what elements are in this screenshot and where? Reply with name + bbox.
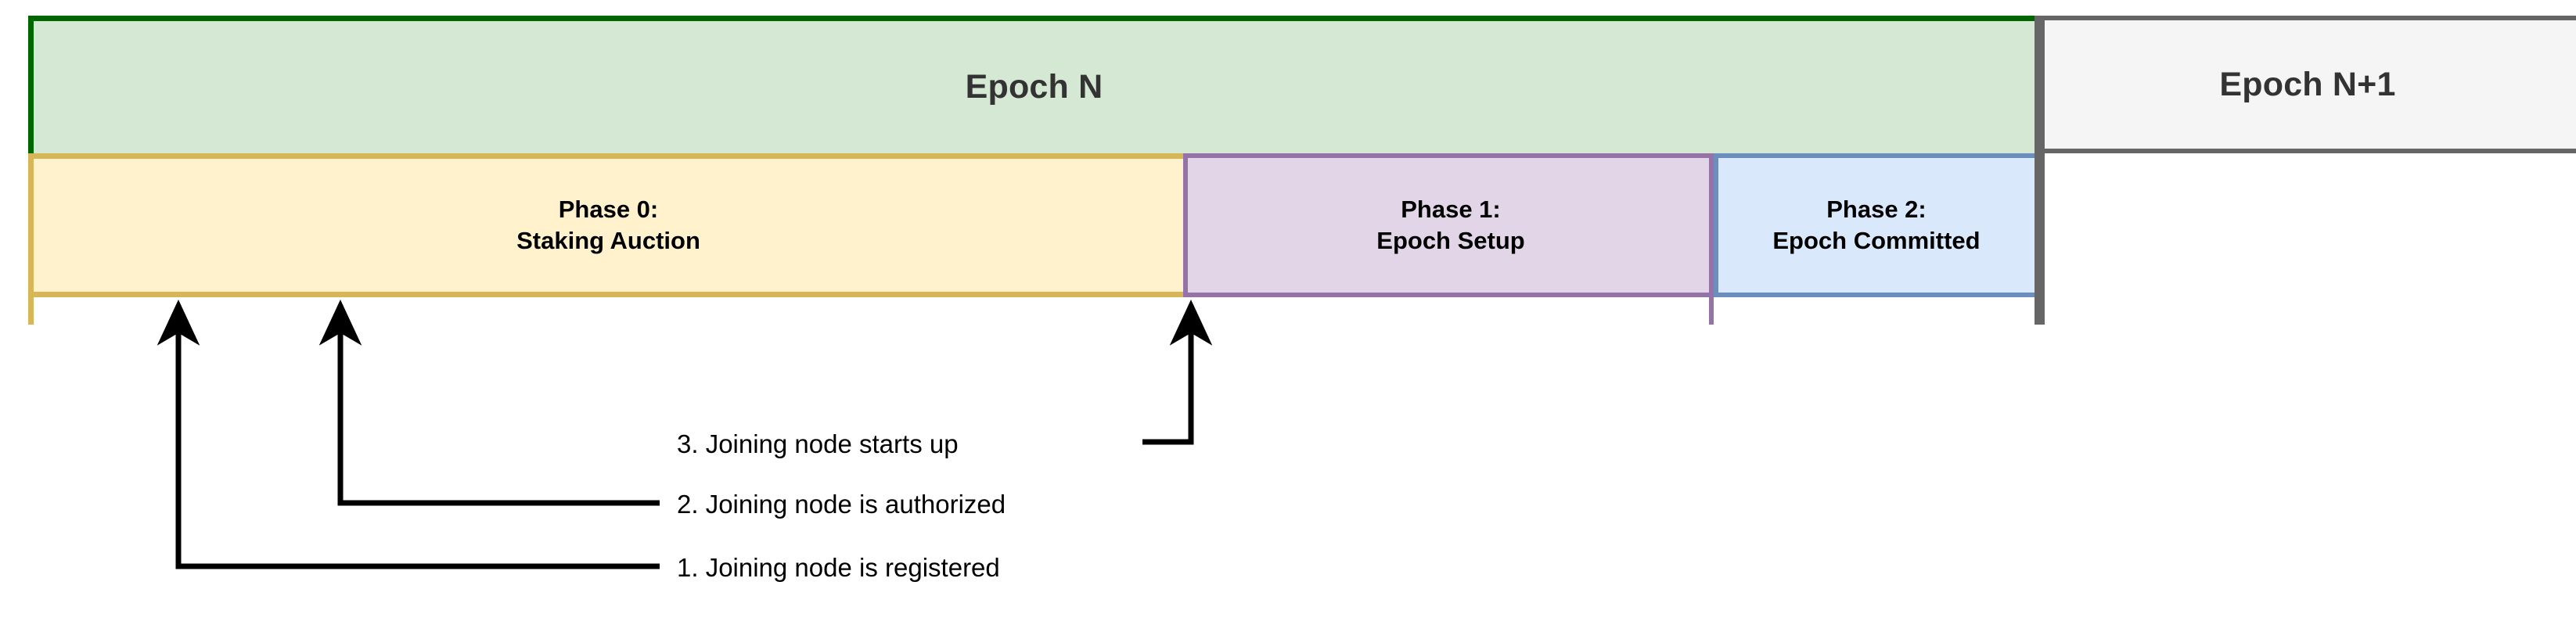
callout-1-label: 1. Joining node is registered: [677, 553, 1000, 582]
phase-2-start-tick: [1709, 153, 1714, 325]
phase-0-title: Phase 0:: [558, 196, 659, 224]
callout-3-leader: [1142, 300, 1213, 445]
callout-2-label: 2. Joining node is authorized: [677, 490, 1006, 519]
epoch-n-plus-1-block: Epoch N+1: [2035, 16, 2576, 153]
epoch-boundary-divider: [2035, 16, 2045, 325]
phase-1-title: Phase 1:: [1401, 196, 1501, 224]
epoch-n-label: Epoch N: [965, 68, 1103, 106]
phase-1-block: Phase 1: Epoch Setup: [1183, 153, 1714, 297]
callout-3-label: 3. Joining node starts up: [677, 429, 959, 458]
phase-1-subtitle: Epoch Setup: [1376, 227, 1525, 254]
phase-2-subtitle: Epoch Committed: [1772, 227, 1981, 254]
phase-2-block: Phase 2: Epoch Committed: [1714, 153, 2035, 297]
phase-0-subtitle: Staking Auction: [516, 227, 700, 254]
callout-2-leader: [318, 300, 660, 506]
epoch-n-plus-1-label: Epoch N+1: [2219, 65, 2396, 103]
epoch-n-block: Epoch N: [28, 16, 2035, 153]
phase-2-title: Phase 2:: [1826, 196, 1927, 224]
phase-0-start-tick: [28, 153, 34, 325]
phase-0-block: Phase 0: Staking Auction: [28, 153, 1183, 297]
callout-1-leader: [157, 300, 660, 569]
